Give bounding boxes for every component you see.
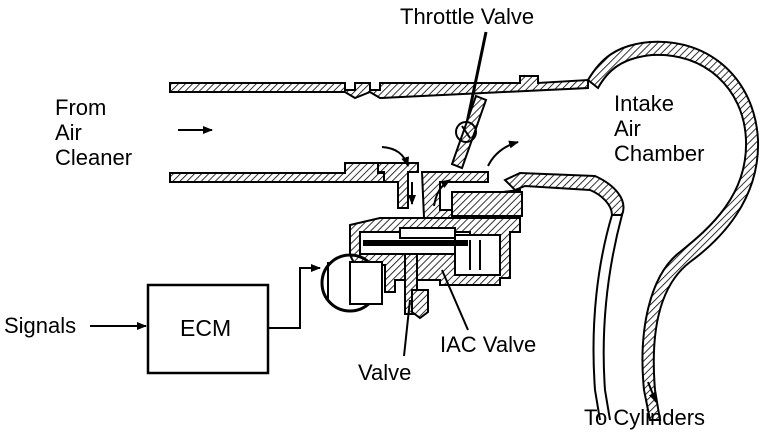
upper-duct-wall: [169, 75, 589, 100]
leader-lines: [403, 269, 469, 357]
from-air-cleaner-label-line-3: Cleaner: [55, 145, 133, 170]
ecm-label: ECM: [180, 315, 232, 341]
lower-duct-wall: [169, 162, 625, 421]
iac-solenoid: [320, 253, 383, 313]
intake-air-chamber-label-line-1: Intake: [614, 91, 674, 116]
signals-label: Signals: [4, 313, 77, 338]
flow-arrows: [178, 126, 657, 403]
iac-valve-label: IAC Valve: [440, 332, 537, 357]
to-cylinders-label: To Cylinders: [584, 405, 706, 430]
signal-lines: [90, 264, 321, 330]
from-air-cleaner-label-line-1: From: [55, 95, 107, 120]
valve-label: Valve: [358, 360, 412, 385]
intake-air-chamber-label-line-2: Air: [614, 116, 641, 141]
intake-air-chamber-label-line-3: Chamber: [614, 141, 705, 166]
iac-valve-body: [349, 217, 521, 320]
bypass-passage: [377, 162, 523, 219]
throttle-valve-label: Throttle Valve: [400, 4, 535, 29]
from-air-cleaner-label-line-2: Air: [55, 120, 82, 145]
intake-air-chamber: [586, 40, 760, 421]
throttle-valve-plate: [450, 31, 488, 170]
